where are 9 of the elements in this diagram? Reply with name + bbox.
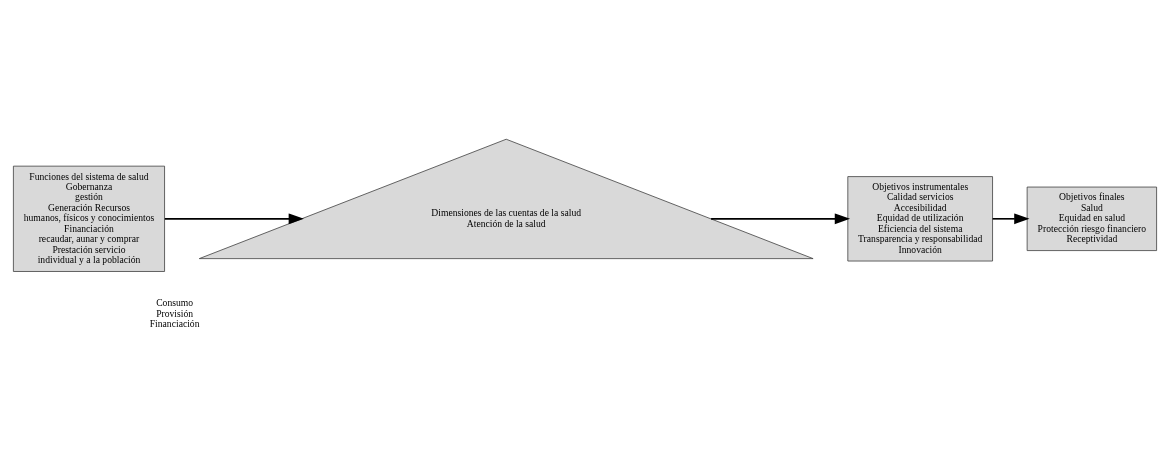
node-box: Objetivos finales Salud Equidad en salud Protección riesgo financiero Receptividad [1026, 186, 1157, 251]
node-label: Provisión [156, 307, 194, 319]
node-box: Objetivos instrumentales Calidad servicios Accesibilidad Equidad de utilización Eficiencia del sistema Transparencia y responsabilidad Innovación [847, 175, 993, 261]
arrow [164, 212, 304, 224]
node-box: Funciones del sistema de salud Gobernanza gestión Generación Recursos humanos, físicos y conocimientos Financiación recaudar, aunar y comprar Prestación servicio individual y a la población [13, 165, 165, 272]
arrow [710, 212, 851, 224]
node-label: Financiación [149, 317, 200, 329]
arrow [991, 212, 1030, 224]
node-label: Consumo [156, 296, 194, 308]
